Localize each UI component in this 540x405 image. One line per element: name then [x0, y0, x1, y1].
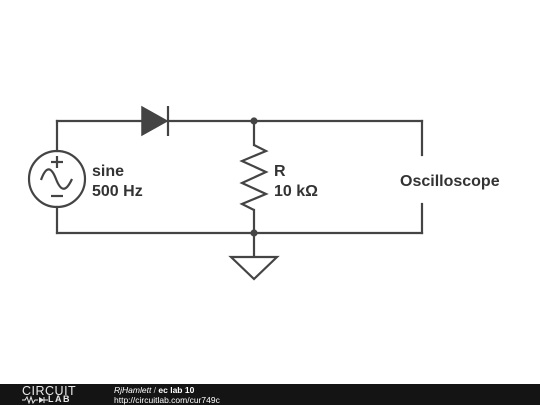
footer-info: RjHamlett / ec lab 10 http://circuitlab.…: [114, 385, 220, 405]
circuit-url[interactable]: http://circuitlab.com/cur749c: [114, 395, 220, 405]
diode-symbol: [141, 105, 170, 137]
resistor-label-name: R: [274, 163, 286, 180]
footer-title-line: RjHamlett / ec lab 10: [114, 385, 220, 395]
breadcrumb-separator: /: [151, 385, 159, 395]
resistor-diode-icon: [22, 396, 48, 404]
resistor-label-value: 10 kΩ: [274, 183, 318, 200]
source-label-frequency: 500 Hz: [92, 183, 143, 200]
resistor-symbol: [239, 144, 269, 211]
source-label-type: sine: [92, 163, 124, 180]
logo-text-top: CIRCUIT: [22, 384, 77, 398]
logo-text-bottom: LAB: [48, 394, 71, 404]
author-link[interactable]: RjHamlett: [114, 385, 152, 395]
footer-bar: CIRCUIT LAB RjHamlett / ec lab 10 http:/…: [0, 384, 540, 405]
oscilloscope-label: Oscilloscope: [400, 173, 500, 190]
sine-source-symbol: [27, 149, 87, 209]
circuit-schematic: sine 500 Hz R 10 kΩ Oscilloscope: [27, 105, 500, 281]
circuitlab-logo[interactable]: CIRCUIT LAB: [22, 384, 94, 405]
junction-top: [250, 117, 258, 125]
circuit-title[interactable]: ec lab 10: [158, 385, 195, 395]
junction-bottom: [250, 229, 258, 237]
ground-symbol: [228, 255, 280, 281]
